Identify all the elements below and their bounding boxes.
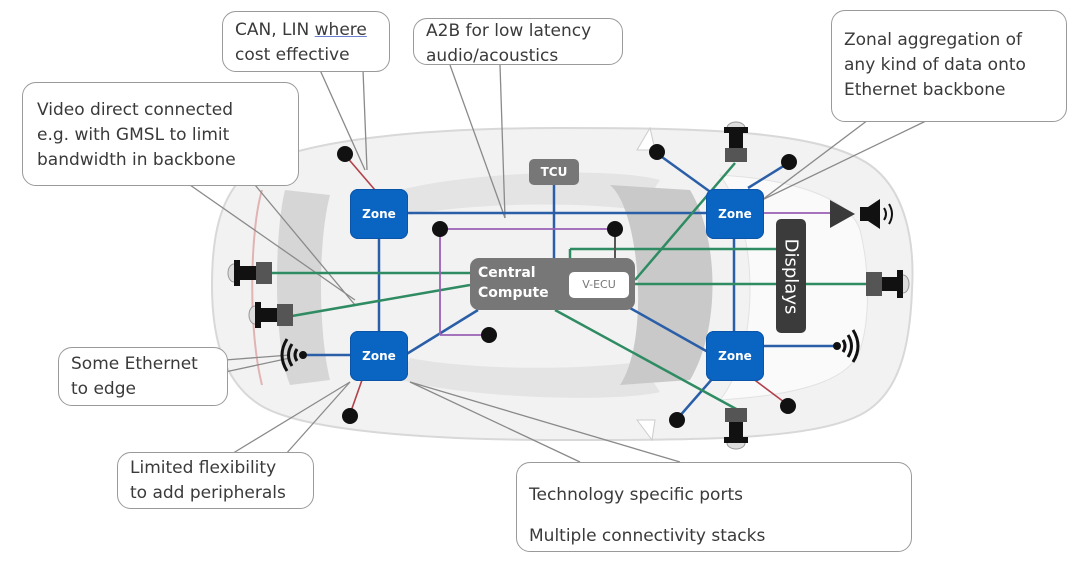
- callout-technology-ports: Technology specific ports Multiple conne…: [516, 462, 912, 552]
- callout-a2b-line2: audio/acoustics: [426, 46, 559, 66]
- amplifier-icon: [830, 200, 855, 228]
- antenna-wave-icon: [280, 338, 307, 372]
- tcu-label: TCU: [540, 165, 568, 179]
- sensor-node-icon: [607, 221, 623, 237]
- zone-label: Zone: [718, 207, 752, 221]
- callout-ethernet-edge-line1: Some Ethernet: [71, 354, 198, 374]
- camera-icon: [724, 408, 748, 450]
- sensor-node-icon: [781, 154, 797, 170]
- callout-can-lin-line2: cost effective: [235, 45, 350, 65]
- central-compute-label-line2: Compute: [478, 285, 549, 301]
- video-line-front-camera: [634, 162, 736, 281]
- callout-video: Video direct connected e.g. with GMSL to…: [22, 82, 299, 186]
- callout-tech-line1: Technology specific ports: [529, 485, 743, 505]
- displays-label: Displays: [780, 238, 802, 314]
- callout-limited-line1: Limited flexibility: [130, 458, 277, 478]
- central-compute-node: Central Compute V-ECU: [470, 258, 635, 310]
- ethernet-fr-sensor-a: [654, 150, 717, 198]
- video-lines: [272, 162, 870, 412]
- callout-video-line2: e.g. with GMSL to limit: [37, 125, 230, 145]
- tcu-node: TCU: [529, 159, 579, 185]
- zone-label: Zone: [718, 349, 752, 363]
- sensor-nodes: [337, 144, 797, 428]
- zone-rear-right: Zone: [706, 331, 764, 381]
- ethernet-zone-rr-central: [629, 306, 709, 354]
- sensor-node-icon: [481, 327, 497, 343]
- vecu-node: V-ECU: [569, 272, 629, 298]
- zone-rear-left: Zone: [350, 331, 408, 381]
- ethernet-rr-sensor: [677, 377, 714, 419]
- sensor-node-icon: [780, 398, 796, 414]
- antenna-wave-icon: [833, 329, 860, 363]
- sensor-node-icon: [432, 221, 448, 237]
- callout-ethernet-edge: Some Ethernet to edge: [58, 347, 228, 406]
- video-line-rear-camera: [554, 308, 739, 412]
- zone-label: Zone: [362, 349, 396, 363]
- a2b-lines: [439, 212, 830, 336]
- ethernet-lines: [305, 150, 835, 419]
- sensor-node-icon: [669, 412, 685, 428]
- callout-a2b-line1: A2B for low latency: [426, 21, 592, 41]
- camera-icon: [724, 121, 748, 162]
- vecu-label: V-ECU: [582, 278, 616, 291]
- ethernet-zone-rl-central: [404, 308, 479, 357]
- camera-icon: [227, 260, 272, 286]
- callout-tech-line2: Multiple connectivity stacks: [529, 526, 766, 546]
- speaker-icon: [860, 199, 893, 229]
- sensor-node-icon: [342, 408, 358, 424]
- callout-can-lin-line1: CAN, LIN where: [235, 20, 367, 40]
- zone-label: Zone: [362, 207, 396, 221]
- sensor-node-icon: [649, 144, 665, 160]
- callout-zonal-line2: any kind of data onto: [844, 55, 1026, 75]
- callout-zonal-aggregation: Zonal aggregation of any kind of data on…: [831, 10, 1067, 122]
- displays-node: Displays: [776, 219, 806, 333]
- underlined-word: where: [314, 20, 367, 40]
- callout-limited-flexibility: Limited flexibility to add peripherals: [117, 452, 314, 509]
- callout-video-line1: Video direct connected: [37, 100, 234, 120]
- callout-a2b: A2B for low latency audio/acoustics: [413, 18, 623, 66]
- callout-zonal-line1: Zonal aggregation of: [844, 30, 1023, 50]
- central-compute-label-line1: Central: [478, 265, 536, 281]
- camera-icon: [248, 302, 293, 328]
- callout-pointers: [189, 64, 929, 463]
- callout-ethernet-edge-line2: to edge: [71, 379, 136, 399]
- zone-front-right: Zone: [706, 189, 764, 239]
- callout-video-line3: bandwidth in backbone: [37, 150, 236, 170]
- callout-can-lin: CAN, LIN where cost effective: [222, 11, 390, 72]
- zone-front-left: Zone: [350, 189, 408, 239]
- callout-limited-line2: to add peripherals: [130, 483, 286, 503]
- callout-zonal-line3: Ethernet backbone: [844, 80, 1006, 100]
- sensor-node-icon: [337, 146, 353, 162]
- camera-icon: [866, 270, 910, 298]
